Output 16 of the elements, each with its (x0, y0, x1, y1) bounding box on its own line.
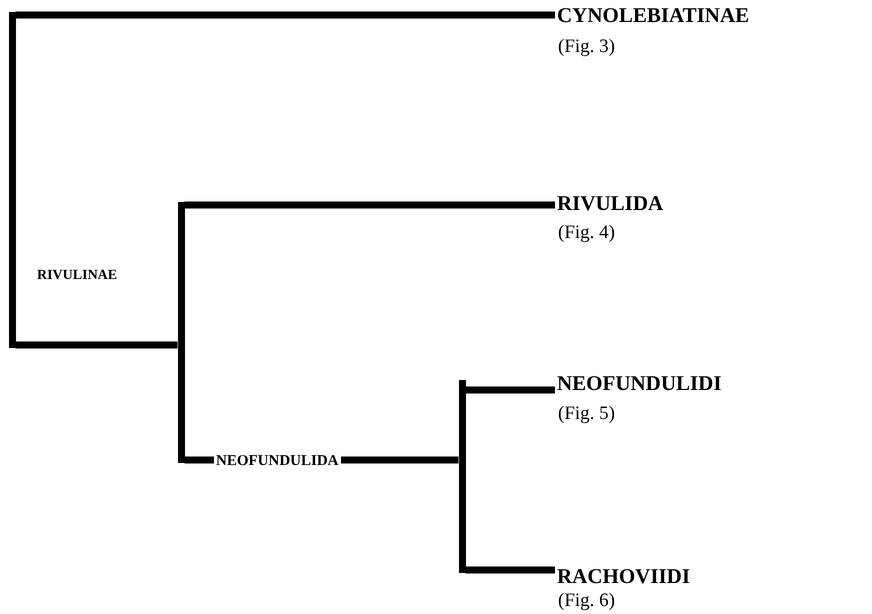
figure-reference: (Fig. 6) (558, 590, 615, 612)
branch-node (178, 202, 184, 463)
branch-line (184, 202, 555, 208)
branch-line (466, 386, 555, 394)
figure-reference: (Fig. 3) (558, 36, 615, 58)
taxon-name: RACHOVIIDI (557, 564, 690, 588)
taxon-name: CYNOLEBIATINAE (557, 3, 750, 27)
branch-line (16, 12, 555, 18)
branch-node (8, 12, 16, 348)
branch-line (16, 342, 178, 348)
taxon-name: NEOFUNDULIDI (557, 371, 722, 395)
figure-reference: (Fig. 4) (558, 222, 615, 244)
branch-node (458, 380, 466, 573)
figure-reference: (Fig. 5) (558, 403, 615, 425)
branch-line (466, 566, 555, 574)
taxon-name: RIVULIDA (557, 191, 664, 215)
